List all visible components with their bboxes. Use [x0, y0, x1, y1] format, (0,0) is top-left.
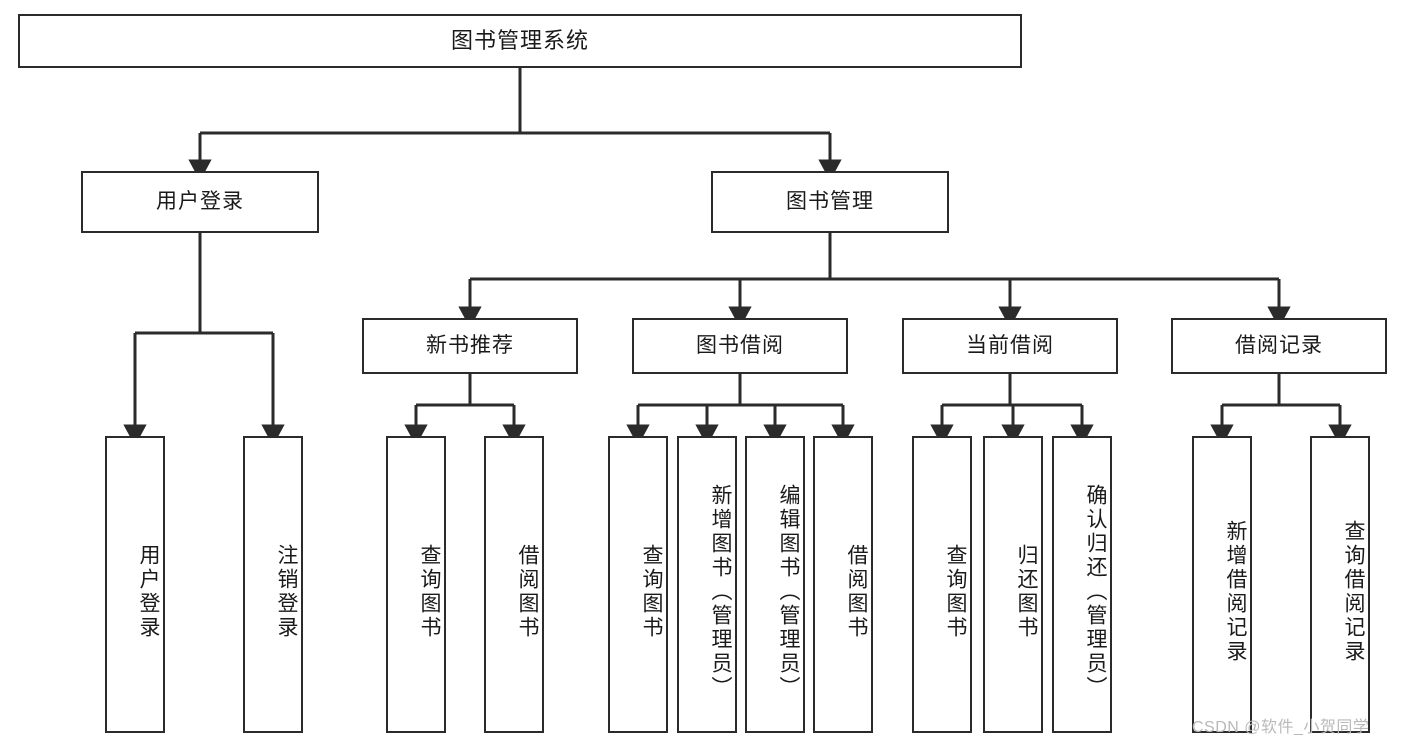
node-leaf-13[interactable]: 查询借阅记录 [1310, 436, 1370, 733]
node-label: 图书管理系统 [450, 27, 589, 53]
node-label: 图书管理 [786, 190, 874, 214]
node-leaf-8[interactable]: 借阅图书 [813, 436, 873, 733]
edge-group [123, 68, 1352, 446]
node-label: 新增图书（管理员） [709, 483, 732, 700]
node-new-book-rec[interactable]: 新书推荐 [362, 318, 578, 374]
node-leaf-7[interactable]: 编辑图书（管理员） [745, 436, 805, 733]
node-leaf-4[interactable]: 借阅图书 [484, 436, 544, 733]
node-book-borrow[interactable]: 图书借阅 [632, 318, 848, 374]
node-label: 查询图书 [944, 543, 967, 640]
node-label: 确认归还（管理员） [1084, 483, 1107, 700]
node-root[interactable]: 图书管理系统 [18, 14, 1022, 68]
node-borrow-record[interactable]: 借阅记录 [1171, 318, 1387, 374]
node-leaf-1[interactable]: 用户登录 [105, 436, 165, 733]
node-leaf-10[interactable]: 归还图书 [983, 436, 1043, 733]
node-leaf-9[interactable]: 查询图书 [912, 436, 972, 733]
node-label: 借阅记录 [1235, 334, 1323, 358]
node-label: 查询借阅记录 [1342, 519, 1365, 664]
node-label: 归还图书 [1015, 543, 1038, 640]
node-current-borrow[interactable]: 当前借阅 [902, 318, 1118, 374]
node-label: 查询图书 [640, 543, 663, 640]
csdn-watermark: CSDN @软件_小贺同学 [1192, 719, 1370, 736]
node-label: 新增借阅记录 [1224, 519, 1247, 664]
node-label: 编辑图书（管理员） [777, 483, 800, 700]
node-label: 当前借阅 [966, 334, 1054, 358]
node-label: 图书借阅 [696, 334, 784, 358]
node-label: 查询图书 [418, 543, 441, 640]
node-label: 注销登录 [275, 543, 298, 640]
node-label: 借阅图书 [845, 543, 868, 640]
node-leaf-3[interactable]: 查询图书 [386, 436, 446, 733]
node-leaf-12[interactable]: 新增借阅记录 [1192, 436, 1252, 733]
node-leaf-6[interactable]: 新增图书（管理员） [677, 436, 737, 733]
node-user-login[interactable]: 用户登录 [81, 171, 319, 233]
node-leaf-11[interactable]: 确认归还（管理员） [1052, 436, 1112, 733]
node-leaf-5[interactable]: 查询图书 [608, 436, 668, 733]
node-leaf-2[interactable]: 注销登录 [243, 436, 303, 733]
node-label: 用户登录 [156, 190, 244, 214]
node-label: 用户登录 [137, 543, 160, 640]
node-book-manage[interactable]: 图书管理 [711, 171, 949, 233]
node-label: 借阅图书 [516, 543, 539, 640]
node-label: 新书推荐 [426, 334, 514, 358]
